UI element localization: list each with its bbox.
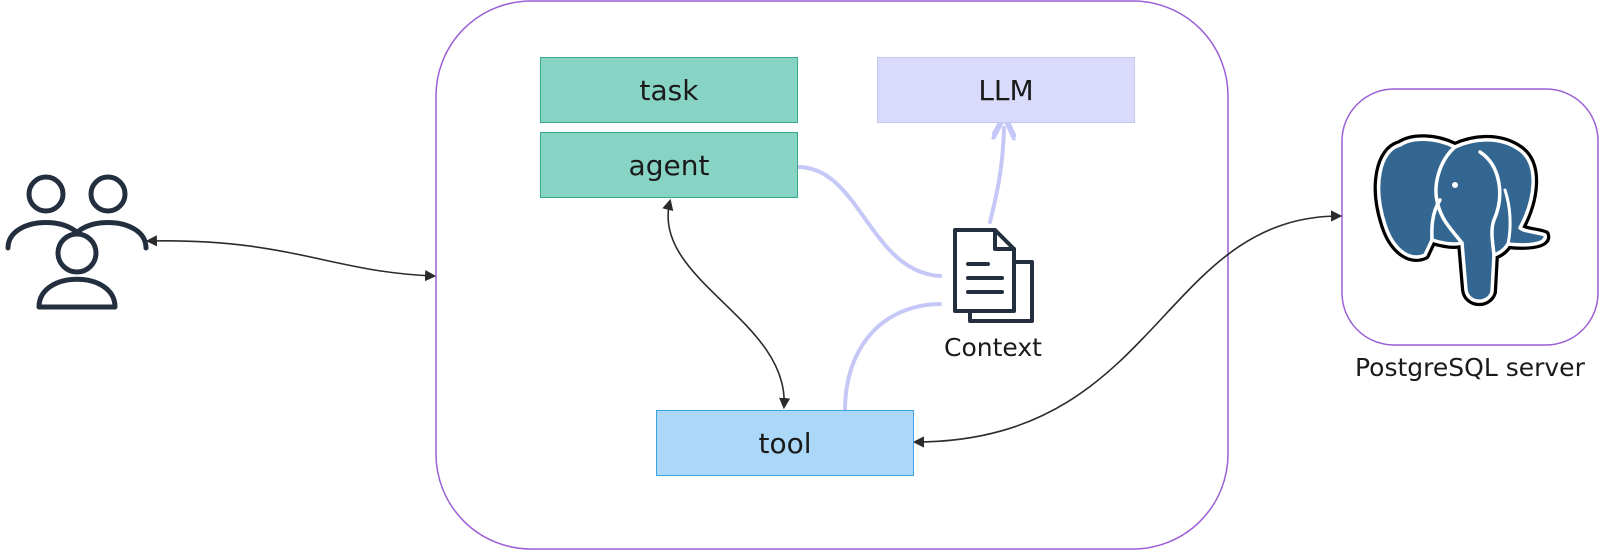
llm-label: LLM (978, 73, 1034, 107)
tool-label: tool (758, 426, 812, 460)
document-stack-icon (953, 228, 1034, 323)
users-app-arrow (145, 235, 437, 282)
tool-postgres-arrow (912, 210, 1343, 448)
postgresql-elephant-icon (1373, 134, 1551, 307)
postgres-server-label: PostgreSQL server (1355, 353, 1585, 382)
tool-box: tool (656, 410, 914, 476)
users-group-icon (5, 174, 149, 310)
agent-box: agent (540, 132, 798, 198)
agent-tool-arrow (662, 198, 791, 410)
llm-box: LLM (877, 57, 1135, 123)
task-box: task (540, 57, 798, 123)
agent-label: agent (628, 148, 710, 182)
context-label: Context (944, 333, 1042, 362)
task-label: task (639, 73, 699, 107)
